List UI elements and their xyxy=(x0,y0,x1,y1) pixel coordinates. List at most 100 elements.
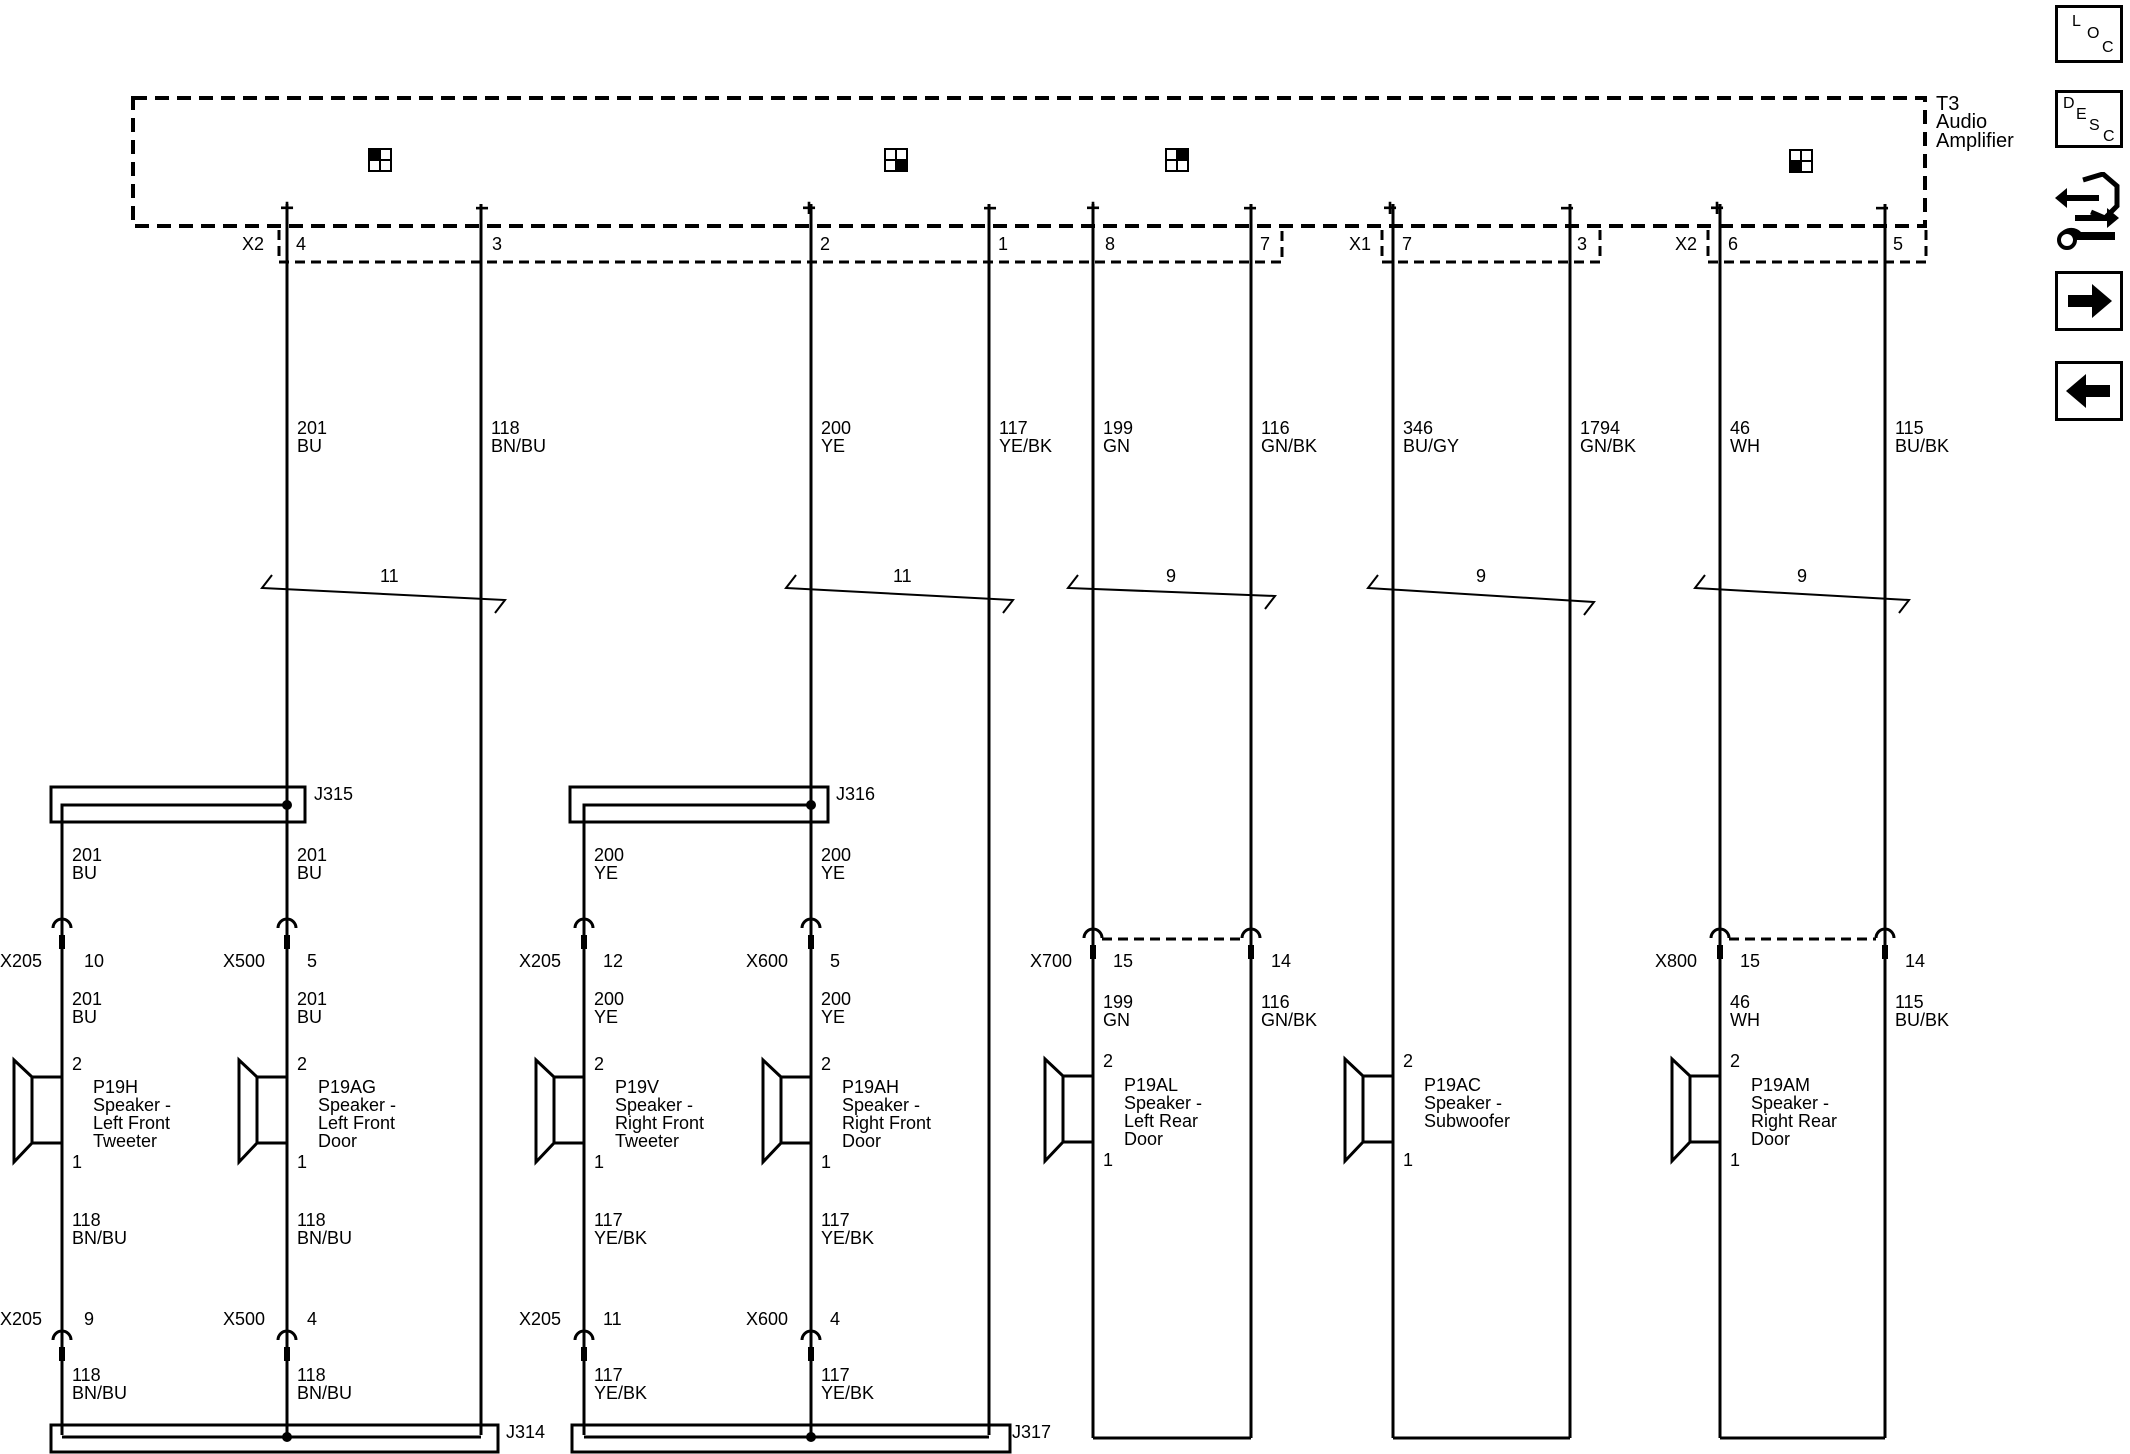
twist-count: 9 xyxy=(1166,566,1176,586)
splice-label: J315 xyxy=(314,784,353,804)
twist-count: 11 xyxy=(893,566,912,586)
next-page-button[interactable] xyxy=(2055,271,2123,331)
wire-color: YE xyxy=(821,863,845,883)
wire-color: BN/BU xyxy=(72,1383,127,1403)
previous-page-button[interactable] xyxy=(2055,361,2123,421)
speaker-ref: P19V xyxy=(615,1077,659,1097)
loc-letter: L xyxy=(2072,13,2081,30)
speaker-pin: 2 xyxy=(1730,1051,1740,1071)
speaker-desc: Speaker - xyxy=(842,1095,920,1115)
arrow-left-icon xyxy=(2066,374,2110,408)
wire-circuit: 116 xyxy=(1261,418,1290,438)
speaker-desc: Subwoofer xyxy=(1424,1111,1510,1131)
connector-x2-label: X2 xyxy=(1675,234,1697,254)
splice-branch-labels: 201 BU 201 BU 200 YE 200 YE xyxy=(72,845,851,883)
wire-circuit: 200 xyxy=(821,845,851,865)
module-name-line1: Audio xyxy=(1936,111,1987,133)
pin-label: 8 xyxy=(1105,234,1115,254)
speaker-pin: 1 xyxy=(821,1152,831,1172)
speaker-p19ag: 2 1 P19AG Speaker - Left Front Door xyxy=(237,1054,396,1172)
wire-circuit: 201 xyxy=(297,989,327,1009)
inline-connector-name: X205 xyxy=(0,1309,42,1329)
wire-circuit: 117 xyxy=(594,1210,623,1230)
desc-letter: C xyxy=(2103,128,2115,145)
wire-circuit: 118 xyxy=(491,418,520,438)
description-button[interactable]: D E S C xyxy=(2055,90,2123,148)
speaker-ref: P19H xyxy=(93,1077,138,1097)
speaker-pin: 2 xyxy=(594,1054,604,1074)
speaker-desc: Tweeter xyxy=(93,1131,157,1151)
desc-letter: D xyxy=(2063,95,2075,112)
connector-x2-label: X2 xyxy=(242,234,264,254)
wire-labels: 201 BU 118 BN/BU 200 YE 117 YE/BK 199 GN… xyxy=(297,418,1949,456)
speaker-desc: Door xyxy=(842,1131,881,1151)
splice-label: J317 xyxy=(1012,1422,1051,1442)
inline-connector-pin: 15 xyxy=(1740,951,1760,971)
wire-color: BU xyxy=(297,863,322,883)
speaker-p19v: 2 1 P19V Speaker - Right Front Tweeter xyxy=(534,1054,704,1172)
speaker-ref: P19AM xyxy=(1751,1075,1810,1095)
speaker-pin: 1 xyxy=(297,1152,307,1172)
splice-label: J316 xyxy=(836,784,875,804)
wire-color: YE/BK xyxy=(821,1228,874,1248)
splice-j316: J316 xyxy=(568,784,875,824)
speaker-ref: P19AL xyxy=(1124,1075,1178,1095)
speaker-ref: P19AC xyxy=(1424,1075,1481,1095)
speaker-desc: Right Rear xyxy=(1751,1111,1837,1131)
wire-color: BU/GY xyxy=(1403,436,1459,456)
inline-connector-name: X205 xyxy=(0,951,42,971)
speaker-desc: Right Front xyxy=(615,1113,704,1133)
speaker-pin: 1 xyxy=(594,1152,604,1172)
connector-tool-icon[interactable] xyxy=(2055,171,2123,254)
speaker-desc: Right Front xyxy=(842,1113,931,1133)
inline-connector-pin: 14 xyxy=(1271,951,1291,971)
wire-color: BU xyxy=(72,1007,97,1027)
inline-connector-name: X700 xyxy=(1030,951,1072,971)
wire-color: BN/BU xyxy=(491,436,546,456)
pin-label: 5 xyxy=(1893,234,1903,254)
speaker-pin: 1 xyxy=(1103,1150,1113,1170)
speaker-pin: 1 xyxy=(1730,1150,1740,1170)
plus-sign: + xyxy=(1383,195,1397,222)
wire-color: YE xyxy=(821,1007,845,1027)
splice-j317: J317 xyxy=(570,1422,1051,1454)
speaker-feed-labels: 201 BU 201 BU 200 YE 200 YE 199 GN 116 G… xyxy=(72,989,1949,1030)
speaker-pin: 2 xyxy=(821,1054,831,1074)
twist-count: 9 xyxy=(1797,566,1807,586)
wires xyxy=(60,204,1887,1440)
wire-circuit: 199 xyxy=(1103,418,1133,438)
pin-label: 2 xyxy=(820,234,830,254)
inline-connector-pin: 4 xyxy=(830,1309,840,1329)
wire-circuit: 118 xyxy=(72,1365,101,1385)
speaker-desc: Left Front xyxy=(318,1113,395,1133)
wire-color: BN/BU xyxy=(297,1228,352,1248)
harness-connectors: X2 X1 X2 4 3 2 1 8 7 7 3 6 5 xyxy=(242,230,1928,264)
device-symbol-icon xyxy=(1789,149,1813,173)
wire-color: GN/BK xyxy=(1261,1010,1317,1030)
inline-connector-pin: 4 xyxy=(307,1309,317,1329)
splice-j315: J315 xyxy=(49,784,353,824)
wire-circuit: 199 xyxy=(1103,992,1133,1012)
wire-color: BN/BU xyxy=(297,1383,352,1403)
speaker-p19h: 2 1 P19H Speaker - Left Front Tweeter xyxy=(12,1054,171,1172)
wire-color: BU/BK xyxy=(1895,1010,1949,1030)
wire-color: YE xyxy=(594,863,618,883)
minus-sign: − xyxy=(1560,195,1574,222)
wire-color: YE xyxy=(594,1007,618,1027)
twist-count: 11 xyxy=(380,566,399,586)
inline-connector-pin: 15 xyxy=(1113,951,1133,971)
speaker-desc: Speaker - xyxy=(615,1095,693,1115)
arrow-right-icon xyxy=(2068,284,2112,318)
inline-connector-pin: 11 xyxy=(603,1309,622,1329)
wire-color: GN xyxy=(1103,436,1130,456)
inline-connector-pin: 5 xyxy=(830,951,840,971)
speaker-desc: Speaker - xyxy=(93,1095,171,1115)
location-button[interactable]: L O C xyxy=(2055,5,2123,63)
minus-sign: − xyxy=(1875,195,1889,222)
pin-label: 3 xyxy=(1577,234,1587,254)
wire-circuit: 46 xyxy=(1730,418,1750,438)
speaker-desc: Speaker - xyxy=(1124,1093,1202,1113)
twist-count: 9 xyxy=(1476,566,1486,586)
wire-color: YE/BK xyxy=(594,1228,647,1248)
